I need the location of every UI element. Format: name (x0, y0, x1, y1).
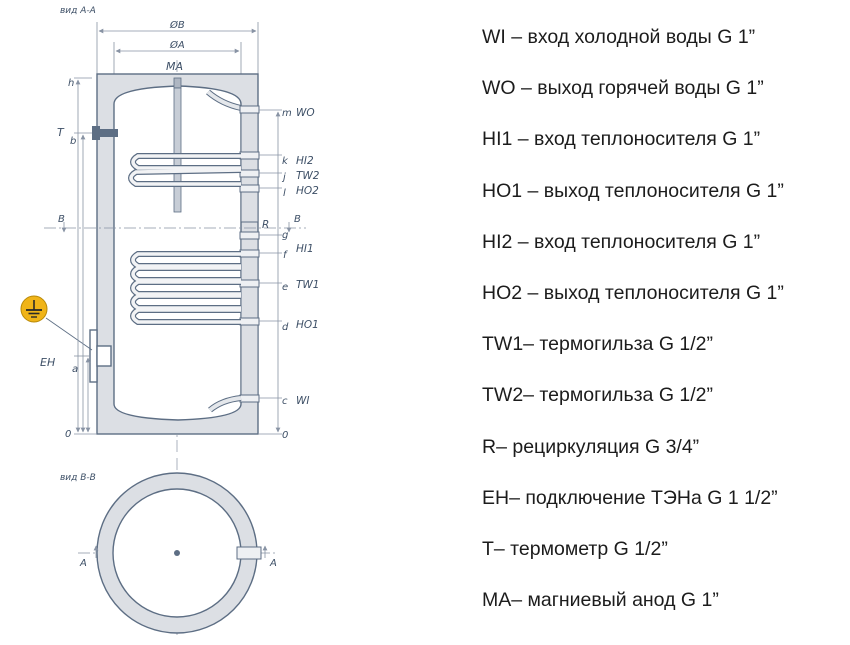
dim-zero-left: 0 (65, 429, 71, 440)
outer-diameter-label: ØB (169, 19, 185, 31)
legend-item-ho1: HO1 – выход теплоносителя G 1” (482, 179, 784, 202)
right-dimension-lines (258, 109, 282, 435)
dim-zero-right: 0 (282, 430, 288, 441)
legend-item-hi2: HI2 – вход теплоносителя G 1” (482, 230, 761, 253)
legend-item-r: R– рециркуляция G 3/4” (482, 435, 700, 458)
legend-item-wi: WI – вход холодной воды G 1” (482, 26, 756, 48)
section-mark-b-left: B (58, 214, 65, 225)
dim-m: m (282, 108, 292, 119)
legend-item-ho2: HO2 – выход теплоносителя G 1” (482, 281, 784, 304)
left-dimension-lines (74, 77, 97, 435)
section-mark-b-right: B (294, 214, 301, 225)
grounding-leader (45, 317, 93, 351)
legend-item-wo: WO – выход горячей воды G 1” (482, 77, 764, 100)
label-ho1: HO1 (296, 319, 319, 331)
dim-g: g (282, 230, 288, 241)
dim-c: c (282, 396, 288, 407)
section-mark-a-left: A (79, 558, 87, 569)
dim-d: d (282, 322, 289, 333)
legend-item-t: T– термометр G 1/2” (482, 537, 668, 560)
magnesium-anode (173, 77, 182, 213)
lower-heat-exchanger-coil (130, 251, 241, 325)
dim-e: e (282, 282, 288, 293)
section-mark-a-right: A (269, 558, 277, 569)
legend-item-tw1: TW1– термогильза G 1/2” (482, 333, 714, 356)
dim-a: a (72, 364, 78, 375)
upper-connection-column (240, 109, 259, 223)
thermometer-port (92, 126, 118, 140)
inner-diameter-label: ØA (169, 39, 185, 51)
thermometer-label: T (57, 126, 65, 139)
lower-connection-column (240, 235, 259, 399)
legend-item-tw2: TW2– термогильза G 1/2” (482, 384, 714, 407)
plan-connection-socket (236, 546, 262, 560)
connection-sockets (239, 105, 260, 403)
tank-diagram: вид А-А ØB ØA MA (20, 6, 320, 636)
grounding-icon (20, 295, 48, 323)
hot-water-outlet-pipe (206, 89, 242, 111)
legend-item-hi1: HI1 – вход теплоносителя G 1” (482, 128, 761, 151)
connection-legend: WI – вход холодной воды G 1” WO – выход … (482, 22, 842, 636)
upper-heat-exchanger-coil (128, 153, 242, 187)
heater-label: EH (40, 356, 55, 369)
dim-j: j (281, 172, 286, 183)
dim-k: k (282, 156, 289, 167)
label-tw2: TW2 (296, 170, 320, 182)
label-wo: WO (296, 107, 315, 119)
cold-water-inlet-pipe (208, 395, 242, 413)
label-hi2: HI2 (296, 155, 314, 167)
label-hi1: HI1 (296, 243, 314, 255)
dim-h: h (68, 78, 74, 89)
dim-l: l (283, 188, 286, 199)
label-tw1: TW1 (296, 279, 319, 291)
plan-anode-point (174, 550, 180, 556)
legend-item-ma: MA– магниевый анод G 1” (482, 589, 719, 612)
label-ho2: HO2 (296, 185, 319, 197)
label-wi: WI (296, 395, 309, 407)
outer-diameter-dimension (96, 22, 259, 74)
dim-b: b (70, 136, 76, 147)
section-aa-title: вид А-А (60, 6, 96, 16)
legend-item-eh: EH– подключение ТЭНа G 1 1/2” (482, 486, 778, 509)
section-bb-title: вид В-В (60, 473, 96, 483)
dim-f: f (283, 250, 288, 261)
anode-label: MA (166, 60, 183, 73)
label-r: R (262, 219, 269, 231)
